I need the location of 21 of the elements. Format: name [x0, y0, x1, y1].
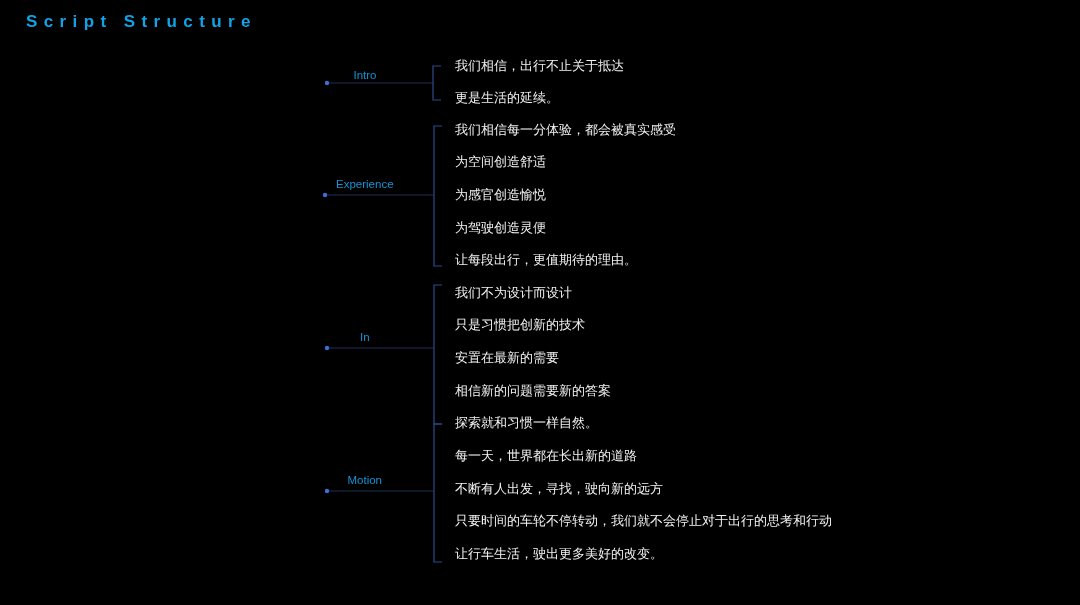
script-line: 探索就和习惯一样自然。: [455, 413, 598, 431]
section-label: Experience: [336, 177, 394, 191]
script-line: 安置在最新的需要: [455, 348, 559, 366]
script-line: 相信新的问题需要新的答案: [455, 381, 611, 399]
script-line: 让行车生活，驶出更多美好的改变。: [455, 544, 663, 562]
script-line: 让每段出行，更值期待的理由。: [455, 250, 637, 268]
script-line: 我们不为设计而设计: [455, 283, 572, 301]
script-line: 只是习惯把创新的技术: [455, 315, 585, 333]
script-line: 为驾驶创造灵便: [455, 218, 546, 236]
script-line: 我们相信，出行不止关于抵达: [455, 56, 624, 74]
script-line: 只要时间的车轮不停转动，我们就不会停止对于出行的思考和行动: [455, 511, 832, 529]
script-line: 每一天，世界都在长出新的道路: [455, 446, 637, 464]
section-label: Motion: [347, 473, 383, 487]
section-label: In: [360, 330, 370, 344]
script-line: 为空间创造舒适: [455, 152, 546, 170]
diagram-title: Script Structure: [26, 11, 257, 33]
script-line: 为感官创造愉悦: [455, 185, 546, 203]
script-line: 更是生活的延续。: [455, 88, 559, 106]
script-line: 我们相信每一分体验，都会被真实感受: [455, 120, 676, 138]
section-label: Intro: [353, 68, 377, 82]
script-line: 不断有人出发，寻找，驶向新的远方: [455, 479, 663, 497]
